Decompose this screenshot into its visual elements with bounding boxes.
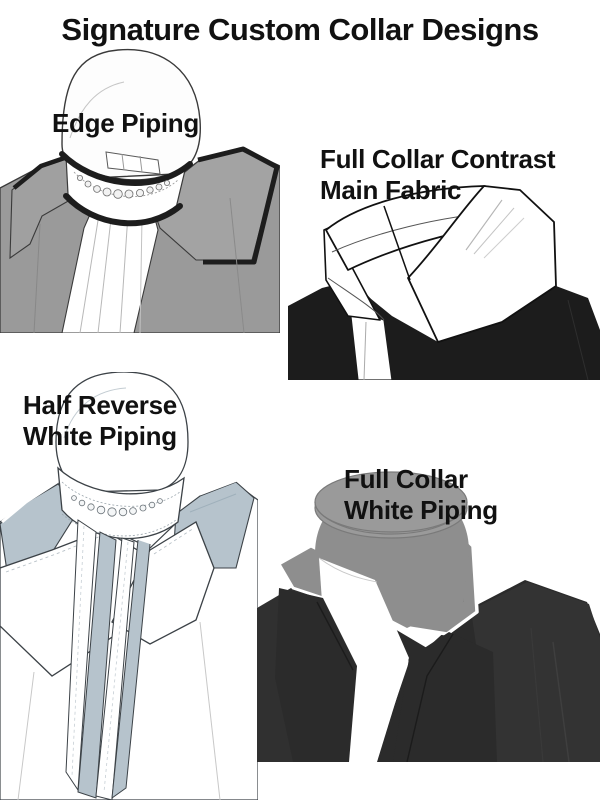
- full-collar-white-piping-illustration: [257, 471, 600, 762]
- full-collar-contrast-illustration: [288, 185, 600, 380]
- panel-half-reverse-white-piping: [0, 372, 258, 800]
- page-title: Signature Custom Collar Designs: [61, 12, 539, 47]
- half-reverse-illustration: [0, 372, 258, 800]
- pearl-trim: [77, 175, 170, 199]
- panel-full-collar-contrast: [288, 130, 600, 380]
- panel-full-collar-white-piping: [257, 452, 600, 762]
- pearl-trim: [71, 495, 163, 517]
- edge-piping-illustration: [0, 48, 280, 333]
- panel-edge-piping: [0, 48, 280, 333]
